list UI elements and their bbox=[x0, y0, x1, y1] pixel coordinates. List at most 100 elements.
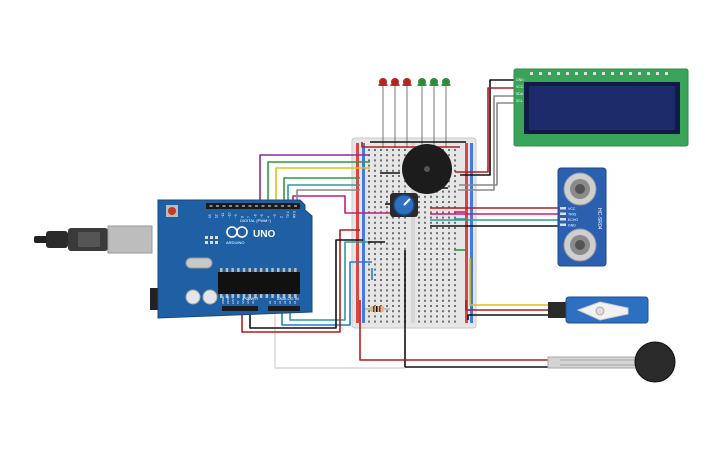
digital-pin-label: ~11 bbox=[221, 213, 225, 218]
ultrasonic-pin-label: TRIG bbox=[568, 213, 577, 217]
led-row[interactable] bbox=[378, 78, 451, 86]
pin-socket bbox=[287, 205, 291, 207]
power-label: POWER bbox=[243, 296, 258, 301]
led[interactable] bbox=[402, 78, 412, 86]
pin-socket bbox=[268, 205, 271, 207]
wire-yellow-1 bbox=[275, 167, 370, 205]
analog-pin-label: A5 bbox=[293, 300, 297, 304]
analog-pin-label: A2 bbox=[278, 300, 282, 304]
wire-power-red bbox=[241, 229, 360, 333]
digital-pin-label: 4 bbox=[267, 216, 271, 218]
potentiometer[interactable] bbox=[390, 193, 418, 217]
digital-pin-label: ~10 bbox=[228, 212, 232, 218]
wiring bbox=[241, 79, 558, 369]
ultrasonic-pin-label: ECHO bbox=[568, 218, 578, 222]
pin-socket bbox=[294, 205, 297, 207]
chip-pins bbox=[220, 268, 297, 298]
pin-socket bbox=[248, 205, 252, 207]
lcd-pin-label: VCC bbox=[516, 85, 524, 89]
pin-socket bbox=[216, 205, 219, 207]
lcd-display[interactable]: GND VCC SDA SCL bbox=[513, 68, 689, 147]
wire-servo-gnd bbox=[467, 314, 548, 320]
led[interactable] bbox=[441, 78, 451, 86]
lcd-top-pins bbox=[530, 72, 668, 75]
wire-power-black bbox=[249, 239, 363, 329]
ultrasonic-pin bbox=[560, 223, 566, 226]
led[interactable] bbox=[378, 78, 388, 86]
analog-pin-label: A3 bbox=[283, 300, 287, 304]
analog-label: ANALOG IN bbox=[277, 296, 299, 301]
ultrasonic-model: HC-SR04 bbox=[596, 208, 602, 230]
pin-socket bbox=[222, 205, 226, 207]
wire-teal-1 bbox=[287, 184, 360, 205]
digital-pin-label: ~9 bbox=[234, 214, 238, 218]
force-sensor[interactable] bbox=[547, 341, 676, 383]
digital-pin-label: RX 0 bbox=[293, 211, 297, 218]
wire-green-2 bbox=[283, 177, 360, 205]
board-model: UNO bbox=[253, 229, 275, 240]
power-pin-label: 3.3V bbox=[231, 298, 235, 304]
ultrasonic-pin bbox=[560, 207, 566, 210]
wire-lcd-scl bbox=[459, 102, 515, 186]
pin-socket bbox=[209, 205, 213, 207]
digital-pin-label: ~5 bbox=[260, 214, 264, 218]
ultrasonic-pin-label: GND bbox=[568, 224, 576, 228]
wire-grey-1 bbox=[296, 189, 360, 205]
wire-lcd-gnd bbox=[460, 79, 515, 176]
wire-magenta-1 bbox=[292, 195, 402, 214]
wire-lcd-sda bbox=[458, 95, 515, 191]
wire-analog-blue bbox=[281, 261, 372, 326]
led[interactable] bbox=[390, 78, 400, 86]
digital-pin-label: 2 bbox=[280, 216, 284, 218]
wire-green-1 bbox=[267, 161, 370, 205]
wire-analog-white bbox=[274, 312, 405, 369]
pin-socket bbox=[242, 205, 245, 207]
wire-lcd-vcc bbox=[455, 87, 515, 173]
power-pin-label: GND bbox=[246, 298, 250, 304]
resistor[interactable] bbox=[365, 306, 390, 312]
power-pin-label: 5V bbox=[236, 301, 240, 304]
analog-pin-label: A1 bbox=[273, 300, 277, 304]
wire-fsr-2 bbox=[359, 300, 548, 361]
lcd-pin-labels: GND VCC SDA SCL bbox=[516, 78, 524, 103]
wire-fsr-1 bbox=[404, 250, 548, 368]
lcd-pin-label: GND bbox=[516, 78, 524, 82]
ultrasonic-pin bbox=[560, 218, 566, 221]
digital-pin-label: ~6 bbox=[254, 214, 258, 218]
servo-motor[interactable] bbox=[548, 296, 649, 324]
digital-pin-label: 7 bbox=[247, 216, 251, 218]
piezo-buzzer[interactable] bbox=[402, 144, 452, 194]
pin-socket bbox=[274, 205, 278, 207]
analog-pin-label: A4 bbox=[288, 300, 292, 304]
lcd-pin-label: SDA bbox=[516, 92, 524, 96]
digital-header-label: DIGITAL (PWM~) bbox=[240, 218, 272, 223]
led[interactable] bbox=[429, 78, 439, 86]
lcd-pin-label: SCL bbox=[516, 99, 523, 103]
board-brand: ARDUINO bbox=[226, 240, 244, 245]
ultrasonic-pin bbox=[560, 212, 566, 215]
power-pin-label: Vin bbox=[251, 300, 255, 304]
led[interactable] bbox=[417, 78, 427, 86]
wire-analog-teal bbox=[289, 241, 372, 321]
ultrasonic-pin-label: VCC bbox=[568, 207, 576, 211]
pin-socket bbox=[235, 205, 239, 207]
digital-pin-label: 13 bbox=[208, 214, 212, 218]
power-pin-label: RESET bbox=[226, 295, 230, 304]
power-pin-label: GND bbox=[241, 298, 245, 304]
wire-purple-1 bbox=[259, 154, 370, 205]
analog-pin-label: A0 bbox=[268, 300, 272, 304]
digital-pin-label: ~3 bbox=[273, 214, 277, 218]
power-pin-label: IOREF bbox=[221, 296, 225, 304]
icsp-header bbox=[205, 236, 218, 244]
arduino-logo-icon bbox=[226, 226, 248, 238]
pin-socket bbox=[229, 205, 232, 207]
pin-socket bbox=[261, 205, 265, 207]
digital-pin-label: 8 bbox=[241, 216, 245, 218]
